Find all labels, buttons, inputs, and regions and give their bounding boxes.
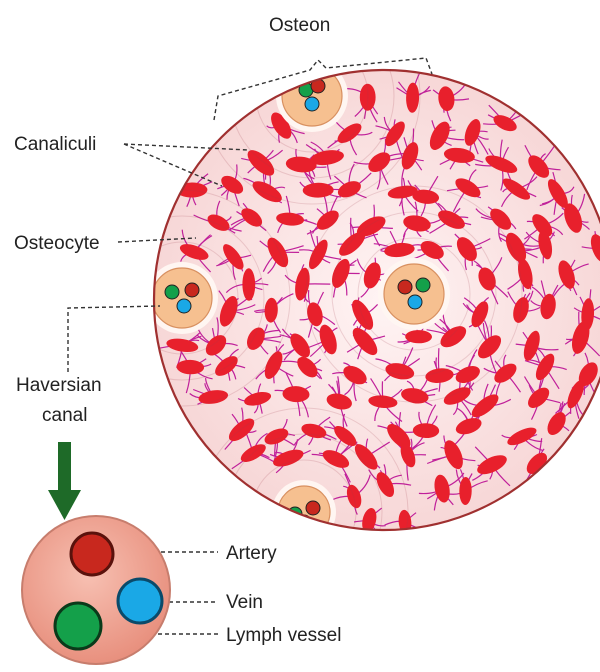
- osteocyte-label: Osteocyte: [14, 233, 100, 254]
- canal-vessel: [408, 295, 422, 309]
- canal-vessel: [165, 285, 179, 299]
- canaliculi-label: Canaliculi: [14, 134, 96, 155]
- canal-vessel: [305, 97, 319, 111]
- canal-vessel: [177, 299, 191, 313]
- haversian-canal-enlarged: [22, 516, 170, 664]
- canal-vessel: [398, 280, 412, 294]
- bone-cross-section: [74, 0, 600, 616]
- canal-vessel: [185, 283, 199, 297]
- canal-vessel: [416, 278, 430, 292]
- canal-vessel: [306, 501, 320, 515]
- vein-label: Vein: [226, 592, 263, 613]
- down-arrow-icon: [48, 442, 81, 520]
- vein-icon: [118, 579, 162, 623]
- haversian-canal: [152, 268, 212, 328]
- haversian-canal: [278, 486, 330, 538]
- haversian-label: Haversian: [16, 375, 102, 396]
- haversian-canal: [384, 264, 444, 324]
- osteon-label: Osteon: [269, 15, 330, 36]
- haversian-leader: [68, 306, 160, 372]
- haversian-label-line2: canal: [42, 405, 87, 426]
- artery-label: Artery: [226, 543, 277, 564]
- lymph-vessel-icon: [55, 603, 101, 649]
- artery-icon: [71, 533, 113, 575]
- lymph-vessel-label: Lymph vessel: [226, 625, 341, 646]
